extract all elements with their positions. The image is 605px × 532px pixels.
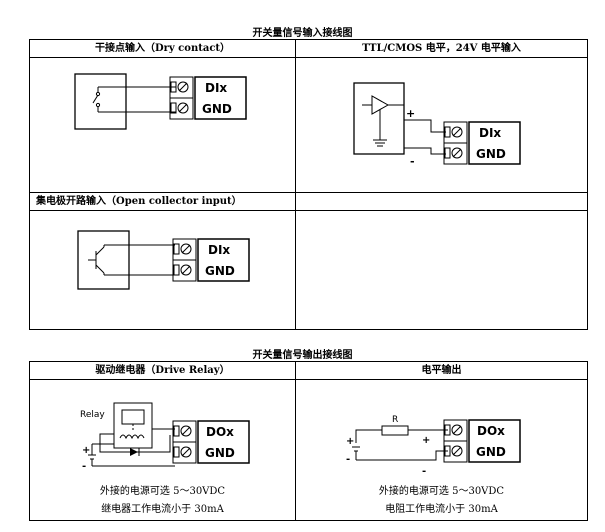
ttl-cmos-header: TTL/CMOS 电平，24V 电平输入 <box>295 39 588 58</box>
switch-icon <box>92 86 126 113</box>
plus-label: + <box>82 445 90 456</box>
terminal-block-icon: DOx GND <box>172 420 250 464</box>
empty-cell <box>295 210 588 330</box>
open-collector-diagram-cell: DIx GND <box>29 210 296 330</box>
relay-icon <box>99 402 171 456</box>
output-section-title: 开关量信号输出接线图 <box>252 350 353 361</box>
level-output-diagram-cell: R + - + - <box>295 379 588 521</box>
terminal-gnd-label: GND <box>476 147 506 161</box>
open-collector-diagram: DIx GND <box>77 230 250 290</box>
level-power-note: 外接的电源可选 5～30VDC <box>378 486 505 497</box>
buffer-icon <box>362 95 404 147</box>
minus-label: - <box>410 155 415 168</box>
input-section-title: 开关量信号输入接线图 <box>252 28 353 39</box>
open-collector-device-box <box>77 230 130 290</box>
drive-relay-header: 驱动继电器（Drive Relay） <box>29 361 296 380</box>
ttl-device-box <box>353 82 405 155</box>
relay-label: Relay <box>80 410 105 420</box>
level-output-header: 电平输出 <box>295 361 588 380</box>
battery-icon <box>352 446 448 461</box>
ttl-cmos-diagram-cell: + - DIx GND <box>295 57 588 193</box>
dry-contact-diagram-cell: DIx GND <box>29 57 296 193</box>
dry-contact-switch-box <box>74 73 127 130</box>
minus-label: - <box>82 461 86 472</box>
terminal-dix-label: DIx <box>208 243 230 257</box>
dry-contact-diagram: DIx GND <box>74 73 247 130</box>
terminal-dox-label: DOx <box>477 424 505 438</box>
terminal-block-icon: DOx GND <box>443 419 521 463</box>
terminal-gnd-label: GND <box>205 264 235 278</box>
terminal-gnd-label: GND <box>202 102 232 116</box>
terminal-dix-label: DIx <box>479 126 501 140</box>
minus-left-label: + <box>346 436 354 447</box>
drive-relay-diagram: Relay + - <box>80 402 250 472</box>
transistor-icon <box>88 244 129 276</box>
output-wiring-table: 驱动继电器（Drive Relay） 电平输出 Relay <box>29 361 588 521</box>
plus-label: + <box>406 107 415 120</box>
terminal-block-icon: DIx GND <box>443 121 521 165</box>
drive-relay-diagram-cell: Relay + - <box>29 379 296 521</box>
resistor-icon <box>355 425 448 443</box>
input-wiring-table: 干接点输入（Dry contact） TTL/CMOS 电平，24V 电平输入 <box>29 39 588 330</box>
minus-right-label: - <box>422 466 426 477</box>
plus-label: + <box>422 435 430 446</box>
minus-label: - <box>346 454 350 465</box>
terminal-dox-label: DOx <box>206 425 234 439</box>
empty-header <box>295 192 588 211</box>
open-collector-header: 集电极开路输入（Open collector input） <box>29 192 296 211</box>
terminal-block-icon: DIx GND <box>172 238 250 282</box>
dry-contact-header: 干接点输入（Dry contact） <box>29 39 296 58</box>
battery-icon <box>88 443 114 466</box>
terminal-dix-label: DIx <box>205 81 227 95</box>
terminal-gnd-label: GND <box>476 445 506 459</box>
terminal-gnd-label: GND <box>205 446 235 460</box>
resistor-label: R <box>392 415 398 425</box>
level-output-diagram: R + - + - <box>346 415 521 477</box>
ttl-cmos-diagram: + - DIx GND <box>353 82 521 168</box>
relay-current-note: 继电器工作电流小于 30mA <box>101 504 224 515</box>
terminal-block-icon: DIx GND <box>169 76 247 120</box>
relay-power-note: 外接的电源可选 5～30VDC <box>99 486 226 497</box>
level-current-note: 电阻工作电流小于 30mA <box>385 504 498 515</box>
